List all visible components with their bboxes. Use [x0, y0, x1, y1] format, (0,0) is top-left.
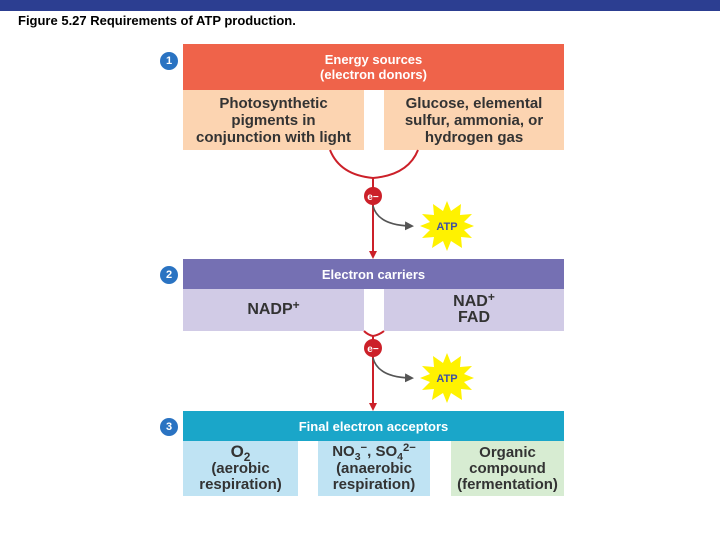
aerobic-box: O2 (aerobic respiration) — [183, 441, 298, 496]
atp-branch-arrow — [372, 205, 414, 231]
anaerobic-box: NO3−, SO42− (anaerobic respiration) — [318, 441, 430, 496]
electron-carriers-header: Electron carriers — [183, 259, 564, 289]
electron-label: e− — [367, 344, 379, 355]
oxygen-symbol: O — [230, 442, 244, 461]
electron-label: e− — [367, 192, 379, 203]
box-line: (anaerobic — [336, 460, 412, 477]
final-acceptors-header: Final electron acceptors — [183, 411, 564, 441]
final-acceptors-title: Final electron acceptors — [298, 418, 449, 434]
box-line: (aerobic — [211, 460, 270, 477]
nad-fad-box: NAD+ FAD — [384, 289, 564, 331]
electron-icon: e− — [364, 187, 382, 205]
oxygen-formula: O2 — [230, 442, 251, 465]
box-line: Photosynthetic — [219, 94, 328, 112]
energy-sources-title: Energy sources — [324, 52, 423, 67]
box-line: conjunction with light — [196, 128, 351, 146]
step-1-number: 1 — [160, 52, 178, 70]
nitrate-subscript: 3 — [354, 450, 361, 463]
carrier-converge-arrow — [363, 330, 374, 337]
nadp-label: NADP+ — [247, 297, 300, 319]
atp-label: ATP — [436, 373, 457, 385]
nad-text: NAD — [453, 293, 488, 310]
box-line: respiration) — [332, 476, 416, 493]
energy-sources-header: Energy sources (electron donors) — [183, 44, 564, 90]
formula-separator: , — [367, 443, 376, 460]
electron-icon: e− — [364, 339, 382, 357]
box-line: pigments in — [231, 111, 316, 129]
electron-carriers-title: Electron carriers — [321, 266, 426, 282]
box-line: (fermentation) — [457, 475, 558, 493]
nadp-box: NADP+ — [183, 289, 364, 331]
atp-burst-icon: ATP — [420, 201, 474, 251]
photosynthetic-pigments-box: Photosynthetic pigments in conjunction w… — [183, 90, 364, 150]
atp-burst-icon: ATP — [420, 353, 474, 403]
donor-converge-arrow — [372, 149, 419, 179]
sulfate-subscript: 4 — [397, 450, 403, 463]
nadp-text: NADP — [247, 301, 293, 318]
step-3-number: 3 — [160, 418, 178, 436]
box-line: Organic — [479, 443, 536, 461]
box-line: Glucose, elemental — [405, 94, 543, 112]
title-bar — [0, 0, 720, 11]
oxygen-subscript: 2 — [243, 450, 251, 465]
box-line: respiration) — [199, 476, 282, 493]
fermentation-box: Organic compound (fermentation) — [451, 441, 564, 496]
carrier-converge-arrow — [372, 330, 385, 337]
nad-charge: + — [487, 289, 495, 304]
donor-converge-arrow — [329, 149, 374, 179]
nitrate-symbol: NO — [332, 443, 355, 460]
atp-label: ATP — [436, 221, 457, 233]
atp-branch-arrow — [372, 357, 414, 383]
step-2-number: 2 — [160, 266, 178, 284]
nitrate-charge: − — [360, 441, 368, 454]
sulfate-symbol: SO — [375, 443, 398, 460]
box-line: compound — [469, 459, 546, 477]
nitrate-sulfate-formula: NO3−, SO42− — [332, 441, 416, 463]
nad-label: NAD+ — [453, 290, 495, 310]
box-line: hydrogen gas — [424, 128, 524, 146]
sulfate-charge: 2− — [402, 441, 416, 454]
box-line: sulfur, ammonia, or — [404, 111, 544, 129]
fad-label: FAD — [458, 309, 490, 326]
chemical-donors-box: Glucose, elemental sulfur, ammonia, or h… — [384, 90, 564, 150]
nadp-charge: + — [292, 297, 300, 312]
figure-caption: Figure 5.27 Requirements of ATP producti… — [18, 13, 296, 28]
energy-sources-subtitle: (electron donors) — [320, 67, 427, 82]
